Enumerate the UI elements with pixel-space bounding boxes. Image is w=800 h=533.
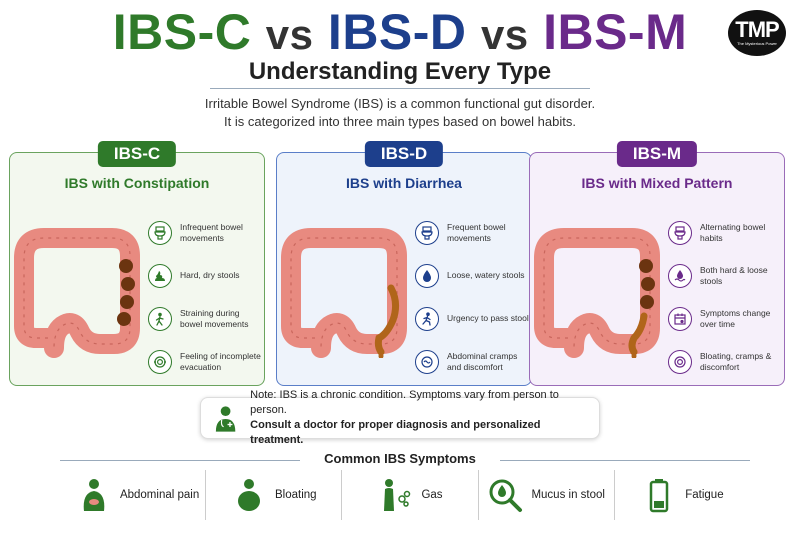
- colon-constipation-illustration: [14, 228, 140, 358]
- list-item: Frequent bowel movements: [415, 211, 531, 254]
- card-ibs-m: IBS-M IBS with Mixed Pattern Alternating…: [529, 141, 785, 386]
- alternating-toilet-icon: [668, 220, 692, 245]
- cramps-icon: [415, 349, 439, 374]
- symptom-label: Mucus in stool: [531, 489, 605, 501]
- item-text: Symptoms change over time: [700, 307, 771, 329]
- list-item: Bloating, cramps & discomfort: [668, 340, 784, 383]
- list-item: Infrequent bowel movements: [148, 211, 264, 254]
- item-text: Feeling of incomplete evacuation: [180, 350, 261, 372]
- straining-person-icon: [148, 306, 172, 331]
- droplet-icon: [415, 263, 439, 288]
- card-subtitle: IBS with Constipation: [64, 175, 210, 191]
- toilet-icon: [415, 220, 439, 245]
- symptoms-heading-row: Common IBS Symptoms: [0, 451, 800, 469]
- card-badge: IBS-D: [364, 141, 444, 167]
- main-title: IBS-C vs IBS-D vs IBS-M: [0, 4, 800, 63]
- note-text: Note: IBS is a chronic condition. Sympto…: [250, 388, 589, 448]
- card-ibs-c: IBS-C IBS with Constipation Infrequent b…: [9, 141, 265, 386]
- card-badge: IBS-M: [616, 141, 698, 167]
- intro-line-2: It is categorized into three main types …: [224, 114, 576, 129]
- item-text: Straining during bowel movements: [180, 307, 249, 329]
- symptom-gas: Gas: [342, 470, 479, 520]
- calendar-icon: [668, 306, 692, 331]
- doctor-icon: [215, 406, 236, 432]
- common-symptoms-row: Abdominal pain Bloating Gas Mucus in sto…: [70, 470, 750, 520]
- heading-rule-left: [60, 460, 300, 461]
- toilet-icon: [148, 220, 172, 245]
- card-ibs-d: IBS-D IBS with Diarrhea Frequent bowel m…: [276, 141, 532, 386]
- title-vs-2: vs: [480, 11, 529, 58]
- list-item: Hard, dry stools: [148, 254, 264, 297]
- title-ibs-m: IBS-M: [543, 4, 688, 60]
- item-text: Frequent bowel movements: [447, 221, 506, 243]
- colon-mixed-illustration: [534, 228, 660, 358]
- list-item: Urgency to pass stool: [415, 297, 531, 340]
- colon-diarrhea-illustration: [281, 228, 407, 358]
- symptom-label: Fatigue: [685, 489, 724, 501]
- item-text: Infrequent bowel movements: [180, 221, 243, 243]
- stool-icon: [148, 263, 172, 288]
- list-item: Both hard & loose stools: [668, 254, 784, 297]
- page-subtitle: Understanding Every Type: [248, 58, 552, 85]
- list-item: Abdominal cramps and discomfort: [415, 340, 531, 383]
- symptom-list: Alternating bowel habits Both hard & loo…: [668, 211, 784, 383]
- bloating-icon: [668, 349, 692, 374]
- symptoms-heading: Common IBS Symptoms: [324, 451, 476, 466]
- card-subtitle: IBS with Diarrhea: [346, 175, 462, 191]
- card-subtitle: IBS with Mixed Pattern: [581, 175, 733, 191]
- intro-text: Irritable Bowel Syndrome (IBS) is a comm…: [0, 95, 800, 131]
- running-person-icon: [415, 306, 439, 331]
- title-divider: [210, 88, 590, 89]
- item-text: Alternating bowel habits: [700, 221, 766, 243]
- item-text: Abdominal cramps and discomfort: [447, 350, 518, 372]
- battery-low-icon: [649, 479, 669, 513]
- symptom-list: Frequent bowel movements Loose, watery s…: [415, 211, 531, 383]
- title-ibs-c: IBS-C: [112, 4, 252, 60]
- symptom-label: Gas: [421, 489, 443, 501]
- item-text: Hard, dry stools: [180, 270, 240, 280]
- heading-rule-right: [500, 460, 750, 461]
- symptom-bloating: Bloating: [206, 470, 343, 520]
- item-text: Urgency to pass stool: [447, 313, 529, 323]
- doctor-note-box: Note: IBS is a chronic condition. Sympto…: [200, 389, 600, 446]
- symptom-abdominal-pain: Abdominal pain: [70, 470, 207, 520]
- item-text: Bloating, cramps & discomfort: [700, 350, 772, 372]
- symptom-label: Bloating: [275, 489, 317, 501]
- mucus-magnifier-icon: [489, 479, 523, 512]
- list-item: Straining during bowel movements: [148, 297, 264, 340]
- logo-text: TMP: [735, 17, 779, 42]
- symptom-mucus: Mucus in stool: [479, 470, 615, 520]
- title-vs-1: vs: [265, 11, 314, 58]
- title-ibs-d: IBS-D: [327, 4, 467, 60]
- item-text: Both hard & loose stools: [700, 264, 768, 286]
- note-line-2: Consult a doctor for proper diagnosis an…: [250, 419, 541, 446]
- note-line-1: Note: IBS is a chronic condition. Sympto…: [250, 389, 559, 416]
- mixed-stool-icon: [668, 263, 692, 288]
- gas-icon: [384, 479, 411, 511]
- symptom-list: Infrequent bowel movements Hard, dry sto…: [148, 211, 264, 383]
- symptom-fatigue: Fatigue: [615, 470, 750, 520]
- abdominal-pain-icon: [83, 479, 105, 511]
- incomplete-evacuation-icon: [148, 349, 172, 374]
- list-item: Symptoms change over time: [668, 297, 784, 340]
- intro-line-1: Irritable Bowel Syndrome (IBS) is a comm…: [204, 96, 596, 111]
- list-item: Feeling of incomplete evacuation: [148, 340, 264, 383]
- tmp-logo: TMP The Mysterious Power: [728, 10, 786, 56]
- list-item: Loose, watery stools: [415, 254, 531, 297]
- list-item: Alternating bowel habits: [668, 211, 784, 254]
- bloating-person-icon: [238, 479, 261, 511]
- logo-subtext: The Mysterious Power: [737, 41, 777, 46]
- item-text: Loose, watery stools: [447, 270, 525, 280]
- symptom-label: Abdominal pain: [119, 489, 200, 501]
- card-badge: IBS-C: [97, 141, 177, 167]
